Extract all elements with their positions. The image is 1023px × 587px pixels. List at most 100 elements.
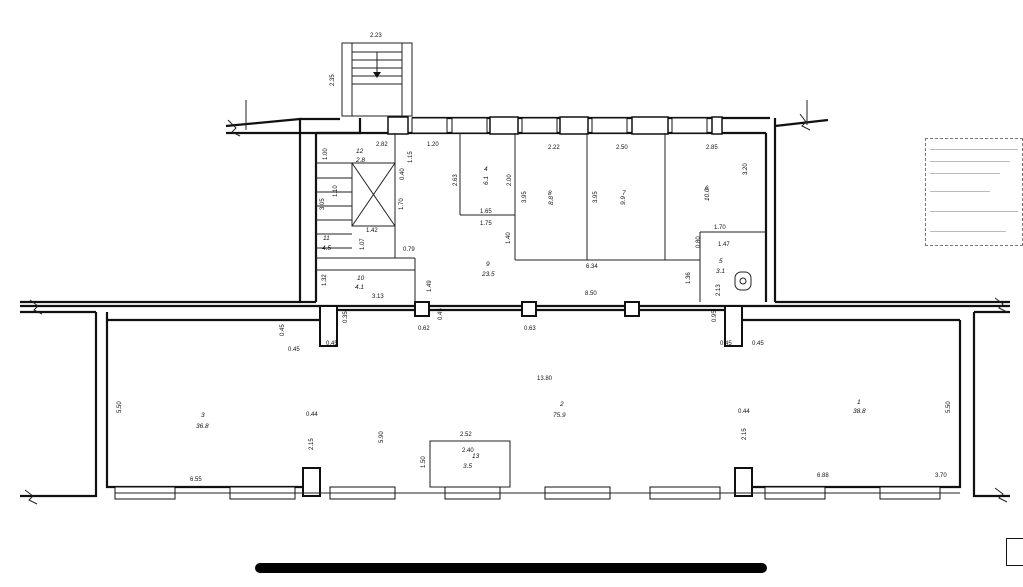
home-indicator[interactable] xyxy=(255,563,767,573)
dim-label: 2.63 xyxy=(453,174,459,186)
dim-label: 0.95 xyxy=(712,310,718,322)
room-number: 7 xyxy=(622,190,626,197)
dim-label: 1.70 xyxy=(714,225,726,231)
room-area: 6.1 xyxy=(483,176,490,185)
room-number: 2 xyxy=(559,401,564,408)
room-area: 2.8 xyxy=(355,157,365,164)
dim-label: 1.20 xyxy=(427,142,439,148)
dim-label: 0.45 xyxy=(752,341,764,347)
room-number: 11 xyxy=(323,235,330,242)
room-area: 23.5 xyxy=(481,271,495,278)
room-area: 4.1 xyxy=(355,284,364,291)
dim-label: 2.00 xyxy=(507,174,513,186)
room-area: 38.8 xyxy=(853,408,866,415)
room-number: 3 xyxy=(201,412,205,419)
room-number: 10 xyxy=(357,275,365,282)
room-number: 9 xyxy=(486,261,490,268)
dim-label: 1.50 xyxy=(421,456,427,468)
dim-label: 0.45 xyxy=(288,347,300,353)
dim-label: 2.15 xyxy=(309,438,315,450)
dim-label: 1.00 xyxy=(323,148,329,160)
room-number: 4 xyxy=(484,166,488,173)
dim-label: 1.75 xyxy=(480,221,492,227)
hall-walls xyxy=(20,301,1010,498)
dim-label: 1.70 xyxy=(399,198,405,210)
room-area: 75.9 xyxy=(553,412,566,419)
dim-label: 0.44 xyxy=(738,409,750,415)
dim-label: 0.44 xyxy=(306,412,318,418)
room-area: 4.5 xyxy=(322,245,331,252)
dim-label: 2.23 xyxy=(370,33,382,39)
dim-label: 0.40 xyxy=(400,168,406,180)
dim-label: 1.40 xyxy=(506,232,512,244)
dim-label: 1.47 xyxy=(718,242,730,248)
stamp-line xyxy=(930,231,1006,232)
dim-label: 1.32 xyxy=(322,274,328,286)
dim-label: 2.13 xyxy=(716,284,722,296)
dim-label: 2.82 xyxy=(376,142,388,148)
dim-label: 1.49 xyxy=(427,280,433,292)
dim-label: 2.50 xyxy=(616,145,628,151)
dim-label: 1.42 xyxy=(366,228,378,234)
dim-label: 6.55 xyxy=(190,477,202,483)
room-area: 8.8 xyxy=(548,196,555,205)
dim-label: 0.45 xyxy=(720,341,732,347)
stamp-line xyxy=(930,173,1000,174)
room-number: 12 xyxy=(356,148,364,155)
upper-partitions xyxy=(316,133,766,302)
dim-label: 1.10 xyxy=(333,185,339,197)
dim-label: 1.07 xyxy=(360,238,366,250)
dim-label: 0.63 xyxy=(524,326,536,332)
stamp-line xyxy=(930,149,1018,150)
room-labels: 12 2.8 11 4.5 10 4.1 4 6.1 8 8.8 7 9.9 6… xyxy=(196,148,866,470)
dim-label: 5.90 xyxy=(379,431,385,443)
dim-label: 3.13 xyxy=(372,294,384,300)
lower-windows xyxy=(114,486,960,500)
dimension-labels: 2.23 2.35 2.82 1.20 2.22 2.50 2.85 3.20 … xyxy=(117,33,952,483)
dim-label: 3.95 xyxy=(593,191,599,203)
dim-label: 3.05 xyxy=(320,198,326,210)
room-area: 10.0 xyxy=(704,188,711,201)
dim-label: 3.95 xyxy=(522,191,528,203)
room-number: 13 xyxy=(472,453,480,460)
stamp-line xyxy=(930,211,1018,212)
dim-label: 2.15 xyxy=(742,428,748,440)
dim-label: 5.50 xyxy=(117,401,123,413)
break-marks xyxy=(24,100,1008,505)
dim-label: 6.88 xyxy=(817,473,829,479)
dim-label: 0.79 xyxy=(403,247,415,253)
room-area: 9.9 xyxy=(620,196,627,205)
room-area: 36.8 xyxy=(196,423,209,430)
room-number: 8 xyxy=(548,190,552,197)
dim-label: 1.65 xyxy=(480,209,492,215)
room-number: 5 xyxy=(719,258,723,265)
dim-label: 5.50 xyxy=(946,401,952,413)
dim-label: 0.80 xyxy=(696,236,702,248)
dim-label: 2.52 xyxy=(460,432,472,438)
stamp-line xyxy=(930,161,1010,162)
dim-label: 2.85 xyxy=(706,145,718,151)
dim-label: 2.22 xyxy=(548,145,560,151)
corner-mark xyxy=(1006,538,1023,566)
dim-label: 13.80 xyxy=(537,376,553,382)
dim-label: 1.15 xyxy=(408,151,414,163)
dim-label: 6.34 xyxy=(586,264,598,270)
room-area: 3.5 xyxy=(463,463,472,470)
stamp-box xyxy=(925,138,1023,246)
dim-label: 3.70 xyxy=(935,473,947,479)
room-number: 1 xyxy=(857,399,861,406)
exterior-stair xyxy=(341,42,413,117)
stamp-line xyxy=(930,191,990,192)
dim-label: 0.62 xyxy=(418,326,430,332)
dim-label: 0.35 xyxy=(343,311,349,323)
room-area: 3.1 xyxy=(716,268,725,275)
dim-label: 3.20 xyxy=(743,163,749,175)
dim-label: 1.36 xyxy=(686,272,692,284)
dim-label: 2.40 xyxy=(462,448,474,454)
dim-label: 2.35 xyxy=(330,74,336,86)
dim-label: 0.45 xyxy=(326,341,338,347)
dim-label: 8.50 xyxy=(585,291,597,297)
dim-label: 0.45 xyxy=(280,324,286,336)
room-number: 6 xyxy=(705,185,709,192)
